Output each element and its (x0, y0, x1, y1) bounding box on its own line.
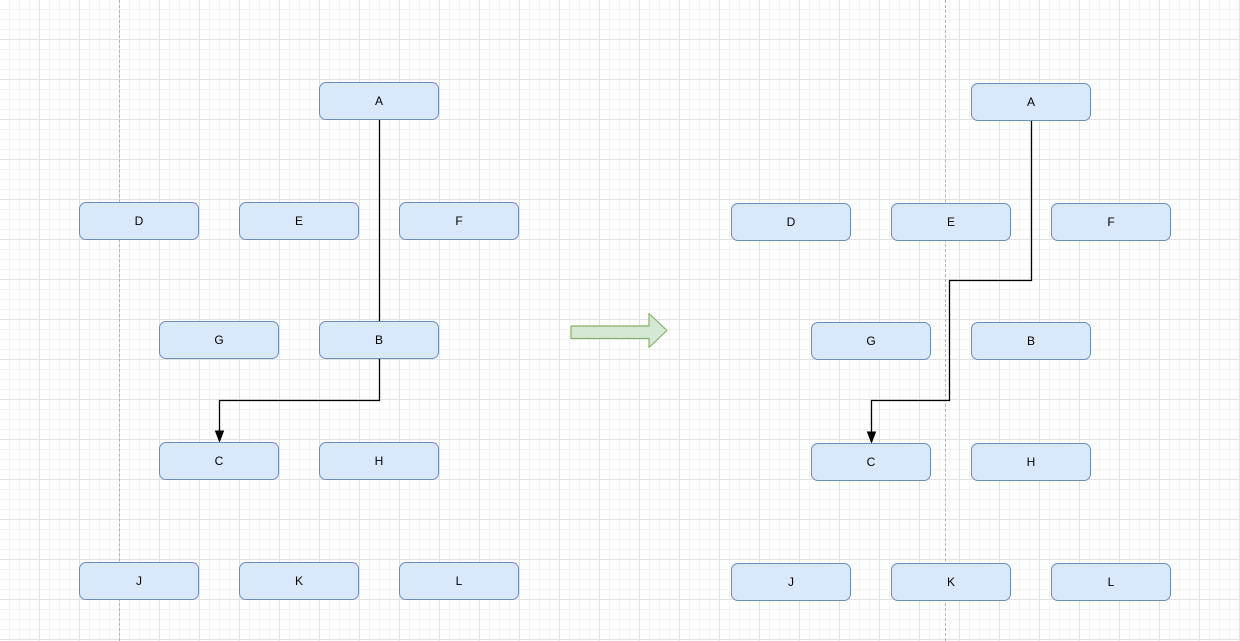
node-f-right[interactable]: F (1051, 203, 1171, 241)
node-a-left[interactable]: A (319, 82, 439, 120)
edge-a-to-c-right[interactable] (872, 121, 1033, 442)
node-g-left[interactable]: G (159, 321, 279, 359)
node-e-right[interactable]: E (891, 203, 1011, 241)
transform-right-arrow-icon[interactable] (570, 312, 668, 349)
node-b-right[interactable]: B (971, 322, 1091, 360)
page-divider-line (945, 0, 946, 641)
node-h-left[interactable]: H (319, 442, 439, 480)
node-d-right[interactable]: D (731, 203, 851, 241)
node-l-right[interactable]: L (1051, 563, 1171, 601)
node-k-right[interactable]: K (891, 563, 1011, 601)
node-d-left[interactable]: D (79, 202, 199, 240)
node-f-left[interactable]: F (399, 202, 519, 240)
edge-a-to-c-left[interactable] (220, 120, 381, 441)
page-divider-line (119, 0, 120, 641)
node-h-right[interactable]: H (971, 443, 1091, 481)
node-c-right[interactable]: C (811, 443, 931, 481)
node-c-left[interactable]: C (159, 442, 279, 480)
node-j-left[interactable]: J (79, 562, 199, 600)
node-l-left[interactable]: L (399, 562, 519, 600)
node-k-left[interactable]: K (239, 562, 359, 600)
node-j-right[interactable]: J (731, 563, 851, 601)
node-g-right[interactable]: G (811, 322, 931, 360)
node-a-right[interactable]: A (971, 83, 1091, 121)
node-e-left[interactable]: E (239, 202, 359, 240)
node-b-left[interactable]: B (319, 321, 439, 359)
